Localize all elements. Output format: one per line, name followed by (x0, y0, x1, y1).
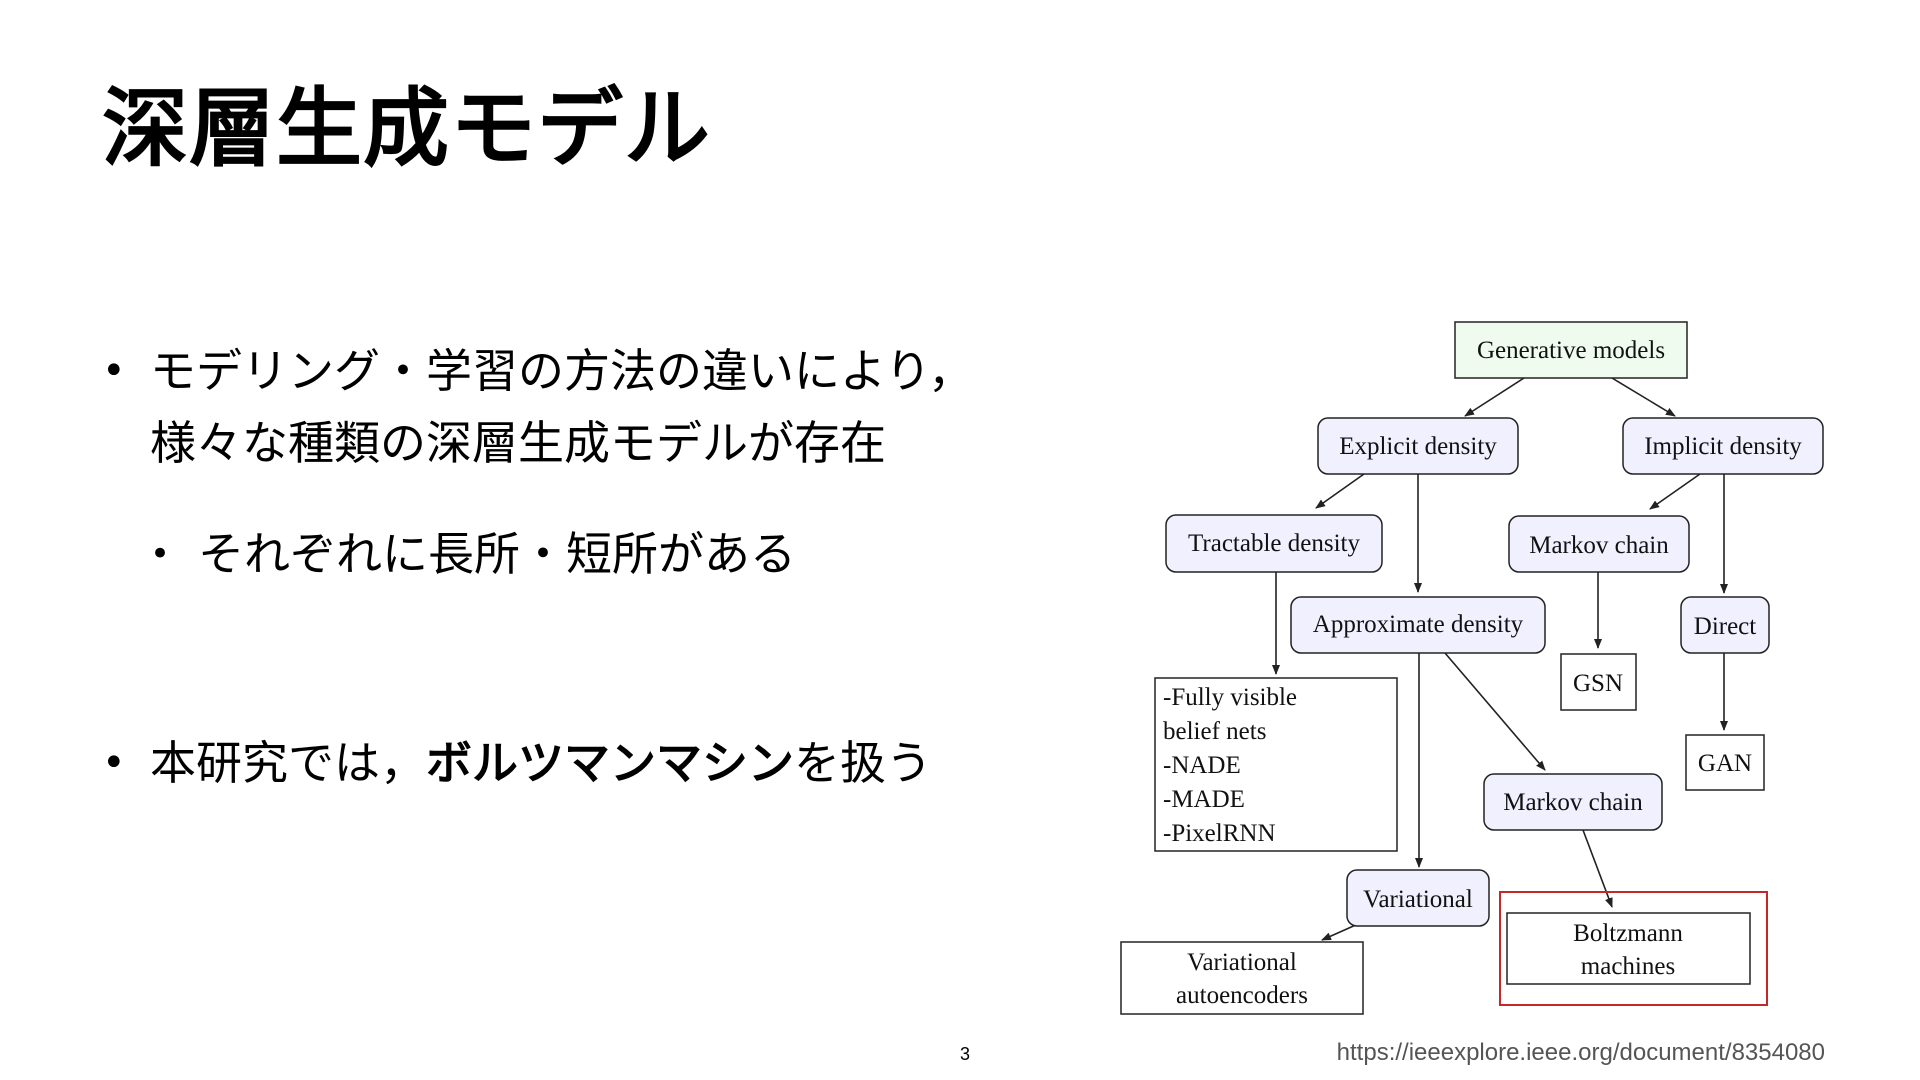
node-tractable-density (1165, 514, 1383, 573)
node-generative-models (1454, 321, 1688, 379)
node-markov-chain-implicit (1508, 515, 1690, 573)
node-gan-label: GAN (1698, 750, 1752, 777)
node-approximate-density-label: Approximate density (1313, 611, 1524, 638)
edge-variational-to-vae (1321, 923, 1359, 941)
bullet-glyph: • (102, 740, 126, 786)
node-tractable-models-line: -MADE (1163, 786, 1245, 813)
boltzmann-machine-emphasis: ボルツマンマシン (426, 736, 794, 790)
node-markov-chain-approx (1483, 773, 1663, 831)
node-direct (1680, 596, 1770, 654)
node-variational (1346, 869, 1490, 927)
sub-bullet-pros-cons: それぞれに長所・短所がある (198, 527, 796, 581)
source-url: https://ieeexplore.ieee.org/document/835… (1336, 1039, 1825, 1066)
node-tractable-models-line: -NADE (1163, 752, 1241, 779)
node-variational-autoencoders (1120, 941, 1364, 1015)
node-boltzmann-machines-line: Boltzmann (1573, 920, 1683, 947)
sub-bullet-glyph: • (150, 534, 171, 574)
node-variational-autoencoders-line: Variational (1187, 949, 1297, 976)
edge-implicit-to-markov (1649, 473, 1701, 510)
node-implicit-density (1622, 417, 1824, 475)
edge-explicit-to-tractable (1315, 473, 1365, 509)
edge-generative-to-implicit (1611, 377, 1676, 417)
node-tractable-density-label: Tractable density (1188, 530, 1360, 557)
bullet-modeling-line1: モデリング・学習の方法の違いにより， (150, 344, 974, 398)
node-variational-autoencoders-line: autoencoders (1176, 982, 1308, 1009)
bullet-this-study: 本研究では，ボルツマンマシンを扱う (150, 727, 932, 799)
slide-title: 深層生成モデル (102, 79, 711, 179)
edge-generative-to-explicit (1464, 377, 1525, 417)
node-tractable-models-line: -Fully visible (1163, 684, 1297, 711)
bullet-this-study-suffix: を扱う (794, 736, 932, 790)
node-implicit-density-label: Implicit density (1644, 433, 1802, 460)
node-markov-chain-implicit-label: Markov chain (1529, 532, 1669, 559)
node-markov-chain-approx-label: Markov chain (1503, 789, 1643, 816)
node-tractable-models-line: -PixelRNN (1163, 820, 1276, 847)
node-tractable-models (1154, 677, 1398, 852)
node-explicit-density-label: Explicit density (1339, 433, 1497, 460)
node-gan (1685, 734, 1765, 791)
node-gsn-label: GSN (1573, 670, 1623, 697)
node-gsn (1560, 653, 1637, 711)
node-boltzmann-machines-line: machines (1581, 953, 1675, 980)
node-variational-label: Variational (1363, 886, 1473, 913)
bullet-this-study-prefix: 本研究では， (150, 736, 426, 790)
node-generative-models-label: Generative models (1477, 337, 1665, 364)
node-explicit-density (1317, 417, 1519, 475)
node-boltzmann-machines (1506, 912, 1751, 985)
node-approximate-density (1290, 596, 1546, 654)
node-direct-label: Direct (1694, 613, 1757, 640)
edge-markov-to-boltzmann (1582, 829, 1613, 908)
boltzmann-highlight-box (1499, 891, 1768, 1006)
page-number: 3 (960, 1044, 971, 1064)
edge-approximate-to-markov (1444, 652, 1546, 771)
bullet-glyph: • (102, 348, 126, 394)
bullet-modeling-line2: 様々な種類の深層生成モデルが存在 (150, 416, 886, 470)
bullet-modeling: モデリング・学習の方法の違いにより， 様々な種類の深層生成モデルが存在 (150, 335, 1010, 479)
node-tractable-models-line: belief nets (1163, 718, 1266, 745)
